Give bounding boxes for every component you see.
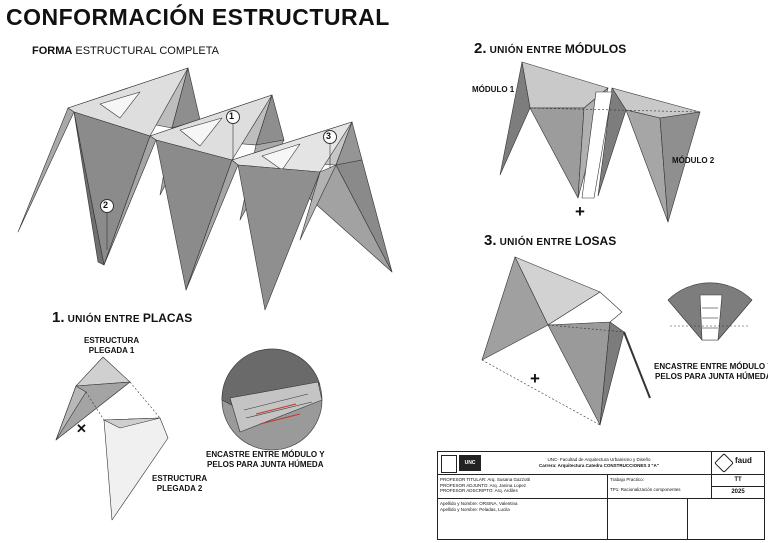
section-3-number: 3. <box>484 232 497 249</box>
slab-plus-sign: + <box>530 369 540 388</box>
blank-cell-2 <box>688 499 764 539</box>
professors-cell: PROFESOR TITULAR: Arq. Susana Gazzotti P… <box>438 475 608 499</box>
callout-2: 2 <box>103 200 109 210</box>
slab-joint-caption-line1: ENCASTRE ENTRE MÓDULO Y <box>654 362 768 371</box>
section-3-pre: UNIÓN ENTRE <box>496 237 575 248</box>
sheet-code: TT <box>712 475 764 487</box>
subtitle-bold: FORMA <box>32 45 73 57</box>
assignment-name: TP1: Racionalización componentes <box>610 486 681 492</box>
section-2-pre: UNIÓN ENTRE <box>486 45 565 56</box>
plate-cross-sign: ✕ <box>76 421 87 436</box>
module-union-drawing <box>499 61 701 223</box>
callout-3: 3 <box>326 131 332 141</box>
faud-logo-text: faud <box>735 456 752 465</box>
structure-2-line1: ESTRUCTURA <box>152 474 208 483</box>
students-cell: Apellido y Nombre: ORSINA, Valentina Ape… <box>438 499 608 539</box>
institution-line-2: Carrera: Arquitectura Catedra CONSTRUCCI… <box>539 463 659 468</box>
section-1-bold: PLACAS <box>142 311 193 325</box>
assignment-cell: Trabajo Practico: TP1: Racionalización c… <box>608 475 712 499</box>
slab-joint-detail <box>667 282 753 341</box>
section-1-pre: UNIÓN ENTRE <box>64 314 143 325</box>
structure-1-line2: PLEGADA 1 <box>88 346 135 355</box>
year-cell: 2025 <box>712 487 764 499</box>
structure-2-line2: PLEGADA 2 <box>156 484 203 493</box>
plate-union-drawing <box>55 356 169 521</box>
section-2-bold: MÓDULOS <box>564 42 627 56</box>
assignment-label: Trabajo Practico: <box>610 477 644 482</box>
section-3-heading: 3. UNIÓN ENTRE LOSAS <box>484 232 616 249</box>
slab-joint-caption: ENCASTRE ENTRE MÓDULO Y PELOS PARA JUNTA… <box>654 362 768 382</box>
faud-logo-icon <box>714 453 734 473</box>
callout-1: 1 <box>229 111 235 121</box>
page-title: CONFORMACIÓN ESTRUCTURAL <box>6 4 390 30</box>
crest-icon <box>441 455 457 473</box>
plate-joint-detail <box>221 348 323 451</box>
plate-joint-caption-line1: ENCASTRE ENTRE MÓDULO Y <box>206 450 325 459</box>
plate-joint-caption: ENCASTRE ENTRE MÓDULO Y PELOS PARA JUNTA… <box>206 450 325 470</box>
structure-1-label: ESTRUCTURA PLEGADA 1 <box>84 336 139 356</box>
unc-logo: UNC <box>459 455 481 471</box>
section-1-heading: 1. UNIÓN ENTRE PLACAS <box>52 309 192 326</box>
title-block-header: UNC UNC- Facultad de Arquitectura Urbani… <box>438 452 712 475</box>
section-2-heading: 2. UNIÓN ENTRE MÓDULOS <box>474 40 626 57</box>
blank-cell-1 <box>608 499 688 539</box>
subtitle: FORMA ESTRUCTURAL COMPLETA <box>32 45 219 57</box>
plate-joint-caption-line2: PELOS PARA JUNTA HÚMEDA <box>207 460 324 469</box>
section-1-number: 1. <box>52 309 65 326</box>
subtitle-rest: ESTRUCTURAL COMPLETA <box>72 45 220 57</box>
professor-2: PROFESOR ADJUNTO: Arq. Janina Lopez <box>440 482 526 488</box>
complete-structure <box>17 67 393 311</box>
faud-logo-cell: faud <box>712 452 764 475</box>
section-2-number: 2. <box>474 40 487 57</box>
structure-1-line1: ESTRUCTURA <box>84 336 140 345</box>
student-1: Apellido y Nombre: ORSINA, Valentina <box>440 501 518 506</box>
professor-1: PROFESOR TITULAR: Arq. Susana Gazzotti <box>440 477 530 482</box>
module-2-label: MÓDULO 2 <box>672 156 715 165</box>
slab-union-drawing <box>481 256 651 426</box>
section-3-bold: LOSAS <box>574 234 617 248</box>
module-1-label: MÓDULO 1 <box>472 85 515 94</box>
institution-line-1: UNC- Facultad de Arquitectura Urbanismo … <box>547 457 651 462</box>
professor-3: PROFESOR ADSCRIPTO: Arq. Ardiles <box>440 488 518 493</box>
slab-joint-caption-line2: PELOS PARA JUNTA HÚMEDA <box>655 372 768 381</box>
student-2: Apellido y Nombre: Peladas, Lucila <box>440 506 510 512</box>
module-plus-sign: + <box>575 202 585 221</box>
structure-2-label: ESTRUCTURA PLEGADA 2 <box>152 474 207 494</box>
title-block: UNC UNC- Facultad de Arquitectura Urbani… <box>437 451 765 540</box>
